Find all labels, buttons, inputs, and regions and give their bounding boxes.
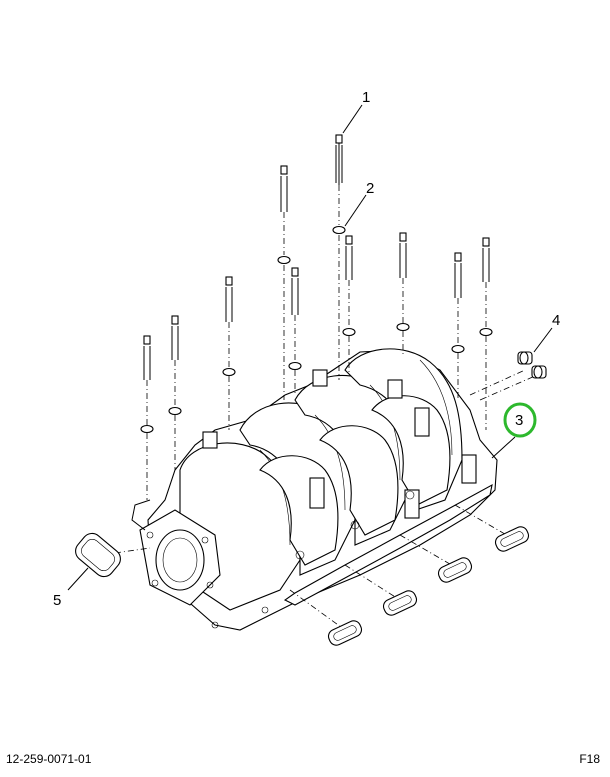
washer-icon <box>288 361 302 371</box>
bolt-icon <box>171 315 179 360</box>
washer-icon <box>332 225 346 235</box>
callout-3-highlight[interactable]: 3 <box>503 402 537 438</box>
callout-leaders <box>67 104 553 591</box>
washer-icon <box>451 344 465 354</box>
bushing-icon <box>531 365 547 379</box>
bushings <box>517 351 547 379</box>
washer-icon <box>479 327 493 337</box>
gasket-icon <box>382 590 418 616</box>
o-ring-icon <box>75 532 121 578</box>
bolt-icon <box>291 267 299 315</box>
callout-5[interactable]: 5 <box>53 592 61 609</box>
washer-icon <box>140 424 154 434</box>
page-number: F18 <box>579 752 600 766</box>
gasket-icon <box>494 526 530 552</box>
washer-icon <box>168 406 182 416</box>
callout-2[interactable]: 2 <box>366 180 374 197</box>
gasket-icon <box>327 620 363 646</box>
bolt-icon <box>482 237 490 282</box>
bolt-icon <box>143 335 151 380</box>
gaskets <box>327 526 530 646</box>
assembly-centerlines <box>114 185 536 631</box>
bolt-icon <box>345 235 353 280</box>
bushing-icon <box>517 351 533 365</box>
washer-icon <box>342 327 356 337</box>
washers <box>140 225 493 434</box>
callout-3[interactable]: 3 <box>515 412 523 429</box>
intake-manifold <box>131 348 498 631</box>
document-id: 12-259-0071-01 <box>6 752 92 766</box>
bolt-icon <box>399 232 407 278</box>
bolt-icon <box>280 165 288 212</box>
washer-icon <box>277 255 291 265</box>
bolt-icon <box>225 276 233 322</box>
gasket-icon <box>437 557 473 583</box>
highlight-circle <box>503 402 537 438</box>
washer-icon <box>222 367 236 377</box>
callout-1[interactable]: 1 <box>362 89 370 106</box>
washer-icon <box>396 322 410 332</box>
bolt-icon <box>335 134 343 185</box>
callout-4[interactable]: 4 <box>552 312 560 329</box>
bolts <box>143 134 490 380</box>
bolt-icon <box>454 252 462 298</box>
